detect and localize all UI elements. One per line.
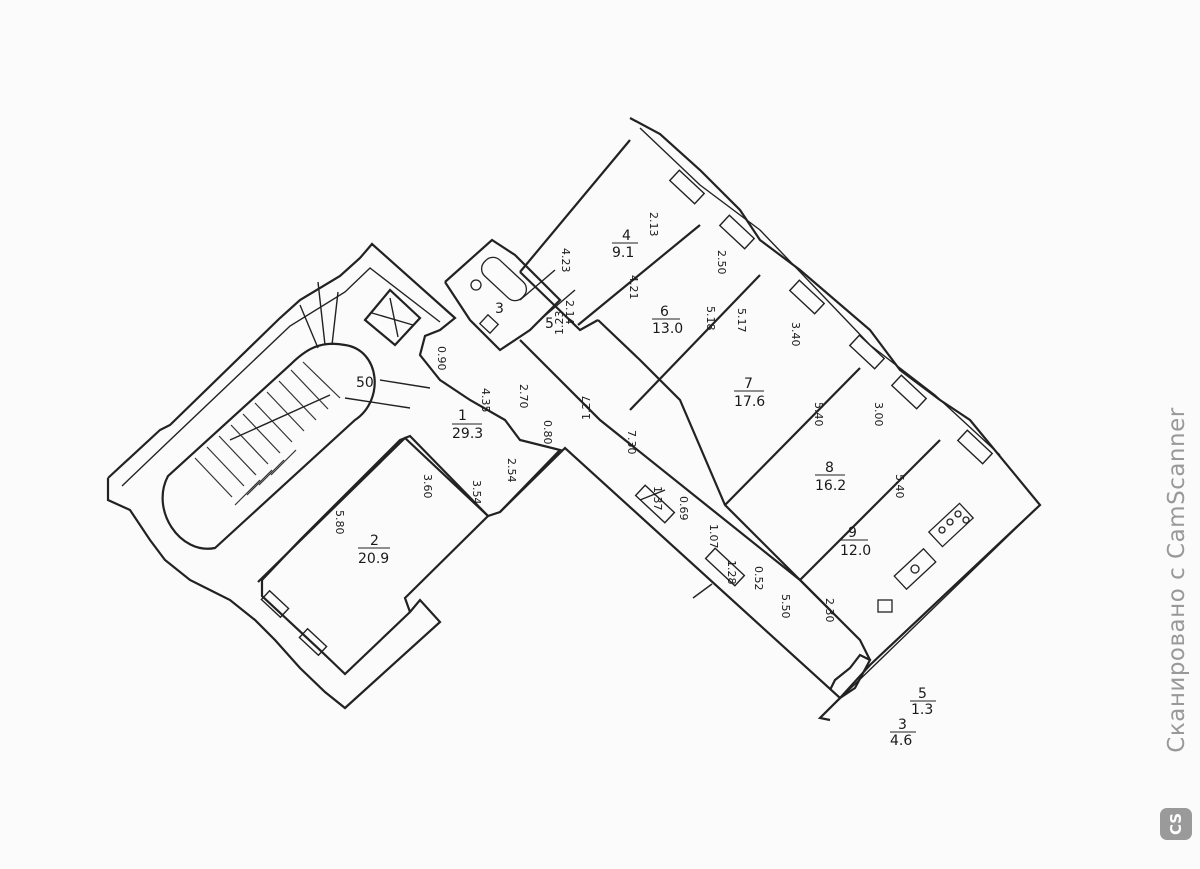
- dimension-label: 0.52: [752, 566, 765, 591]
- legend-room-3-area: 4.6: [890, 733, 912, 749]
- dimension-label: 5.40: [893, 474, 906, 499]
- camscanner-logo-icon: CS: [1160, 808, 1192, 840]
- room-2-area: 20.9: [358, 551, 389, 567]
- dimension-label: 1.27: [580, 396, 593, 421]
- room-8-number: 8: [825, 460, 834, 476]
- outer-wall-line: [819, 504, 1041, 719]
- legend-room-5-number: 5: [918, 686, 927, 702]
- dimension-label: 4.35: [479, 388, 492, 413]
- staircase: [161, 281, 431, 550]
- room-6-area: 13.0: [652, 321, 683, 337]
- dimension-label: 0.69: [677, 496, 690, 521]
- legend-room-3-number: 3: [898, 717, 907, 733]
- dimension-label: 5.80: [333, 510, 346, 535]
- watermark-text: Сканировано с CamScanner: [1164, 407, 1190, 753]
- dimension-label: 2.54: [505, 458, 518, 483]
- room-9-number: 9: [848, 525, 857, 541]
- stove-icon: [927, 502, 975, 548]
- room-3-number: 3: [495, 301, 504, 317]
- camscanner-watermark: Сканировано с CamScanner CS: [1160, 380, 1194, 840]
- room-4-number: 4: [622, 228, 631, 244]
- kitchen-fixtures: [877, 502, 975, 613]
- bathtub-icon: [480, 256, 528, 302]
- dimension-label: 3.40: [789, 322, 802, 347]
- room-6-number: 6: [660, 304, 669, 320]
- dimension-label: 4.23: [559, 248, 572, 273]
- room-4-area: 9.1: [612, 245, 634, 261]
- dimension-label: 0.90: [435, 346, 448, 371]
- room-9-area: 12.0: [840, 543, 871, 559]
- bathroom-walls: [444, 238, 576, 352]
- dimension-label: 2.70: [517, 384, 530, 409]
- dimension-label: 5.17: [735, 308, 748, 333]
- room-2-number: 2: [370, 533, 379, 549]
- toilet-icon: [478, 313, 500, 335]
- dimension-label: 1.37: [651, 486, 664, 511]
- room-1-area: 29.3: [452, 426, 483, 442]
- room-7-area: 17.6: [734, 394, 765, 410]
- dimension-label: 1.23: [553, 311, 566, 336]
- dimension-label: 4.21: [627, 275, 640, 300]
- dimension-label: 2.30: [823, 598, 836, 623]
- dimension-label: 3.54: [470, 480, 483, 505]
- dimension-label: 2.50: [715, 250, 728, 275]
- dimension-label: 5.40: [812, 402, 825, 427]
- kitchen-sink-icon: [893, 547, 937, 591]
- dimension-label: 3.00: [872, 402, 885, 427]
- stair-label: 50: [356, 375, 374, 391]
- dimension-label: 3.60: [421, 474, 434, 499]
- legend-room-5-area: 1.3: [911, 702, 933, 718]
- dimension-label: 5.18: [704, 306, 717, 331]
- room-8-area: 16.2: [815, 478, 846, 494]
- room-2-walls: [257, 436, 490, 661]
- dimension-label: 5.50: [779, 594, 792, 619]
- appliance-icon: [877, 599, 893, 613]
- dimension-label: 1.07: [707, 524, 720, 549]
- elevator-shaft: [363, 288, 422, 347]
- dimension-label: 0.80: [541, 420, 554, 445]
- room-1-number: 1: [458, 408, 467, 424]
- sink-icon: [470, 279, 482, 291]
- dimension-label: 2.14: [563, 300, 576, 325]
- right-wing-walls: [519, 117, 1042, 722]
- dimension-label: 7.30: [625, 430, 638, 455]
- left-wing-walls: [106, 242, 563, 710]
- dimension-labels: 2.13 4.23 4.21 2.14 1.23 2.50 5.18 5.17 …: [333, 212, 906, 623]
- room-labels: 1 29.3 2 20.9 3 4 9.1 5 6 13.0 7 17.6 8 …: [356, 228, 871, 567]
- room-5-number: 5: [545, 316, 554, 332]
- room-7-number: 7: [744, 376, 753, 392]
- area-legend: 5 1.3 3 4.6: [890, 686, 936, 749]
- dimension-label: 1.28: [725, 560, 738, 585]
- dimension-label: 2.13: [647, 212, 660, 237]
